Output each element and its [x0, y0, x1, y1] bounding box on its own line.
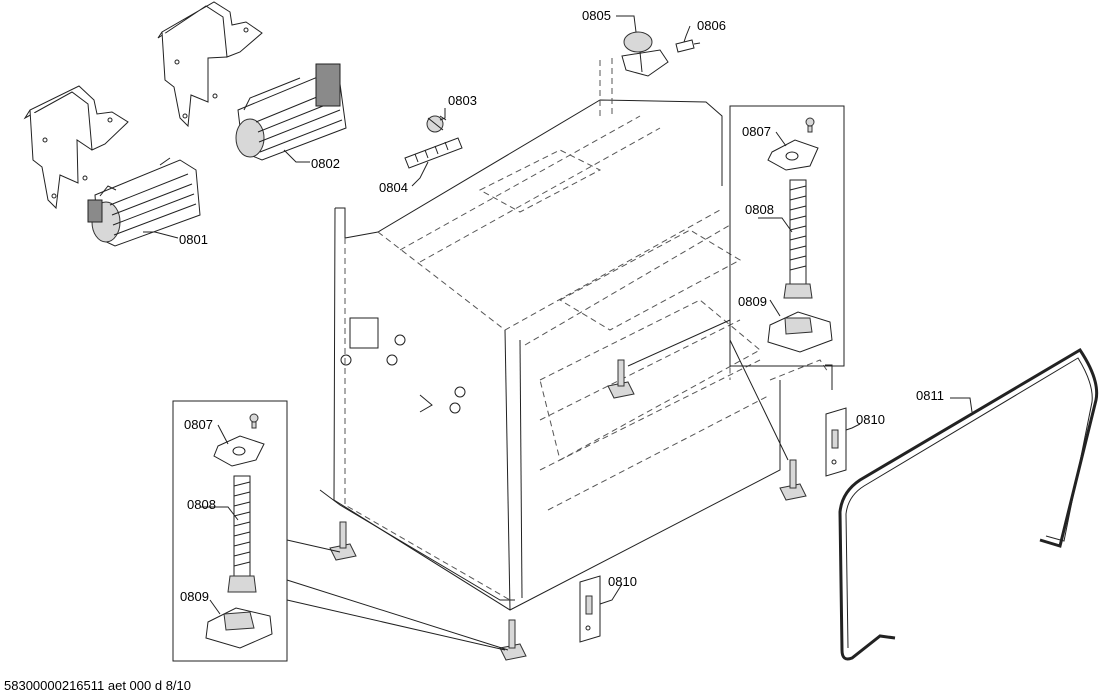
housing-foot-front: [499, 619, 527, 661]
screw-0807-right-icon: [805, 117, 815, 133]
housing-foot-center: [607, 359, 635, 399]
callout-0805: 0805: [582, 8, 611, 23]
hinge-receiver-0810-right: [825, 407, 847, 477]
leader-lines: [143, 15, 973, 615]
callout-0809-right: 0809: [738, 294, 767, 309]
housing-foot-left: [329, 521, 357, 561]
connector-0806: [675, 39, 701, 53]
oven-housing-frame: [319, 58, 833, 611]
tangential-fan-0801: [87, 157, 201, 247]
callout-0808-left: 0808: [187, 497, 216, 512]
fan-bracket-left: [23, 85, 129, 210]
callout-0809-left: 0809: [180, 589, 209, 604]
sensor-0803: [426, 115, 447, 133]
callout-0810-bottom: 0810: [608, 574, 637, 589]
handle-rod-0811: [838, 347, 1099, 661]
hinge-receiver-0810-bottom: [579, 575, 601, 643]
callout-0806: 0806: [697, 18, 726, 33]
foot-base-0809-right: [767, 311, 833, 353]
callout-0807-left: 0807: [184, 417, 213, 432]
bolt-0808-right: [783, 179, 813, 299]
callout-0803: 0803: [448, 93, 477, 108]
callout-0810-right: 0810: [856, 412, 885, 427]
foot-base-0809-left: [205, 607, 273, 649]
callout-0801: 0801: [179, 232, 208, 247]
document-code: 58300000216511 aet 000 d 8/10: [4, 678, 191, 693]
callout-0808-right: 0808: [745, 202, 774, 217]
callout-0811: 0811: [916, 388, 944, 403]
terminal-block-0804: [404, 137, 463, 169]
screw-0807-left-icon: [249, 413, 259, 429]
detail-box-left: [172, 400, 509, 662]
motor-0805: [621, 31, 669, 77]
callout-0804: 0804: [379, 180, 408, 195]
housing-foot-right: [779, 459, 807, 501]
fan-bracket-right: [157, 1, 263, 128]
callout-0802: 0802: [311, 156, 340, 171]
tangential-fan-0802: [235, 63, 347, 161]
bolt-0808-left: [227, 475, 257, 593]
detail-box-right: [627, 105, 845, 461]
callout-0807-right: 0807: [742, 124, 771, 139]
